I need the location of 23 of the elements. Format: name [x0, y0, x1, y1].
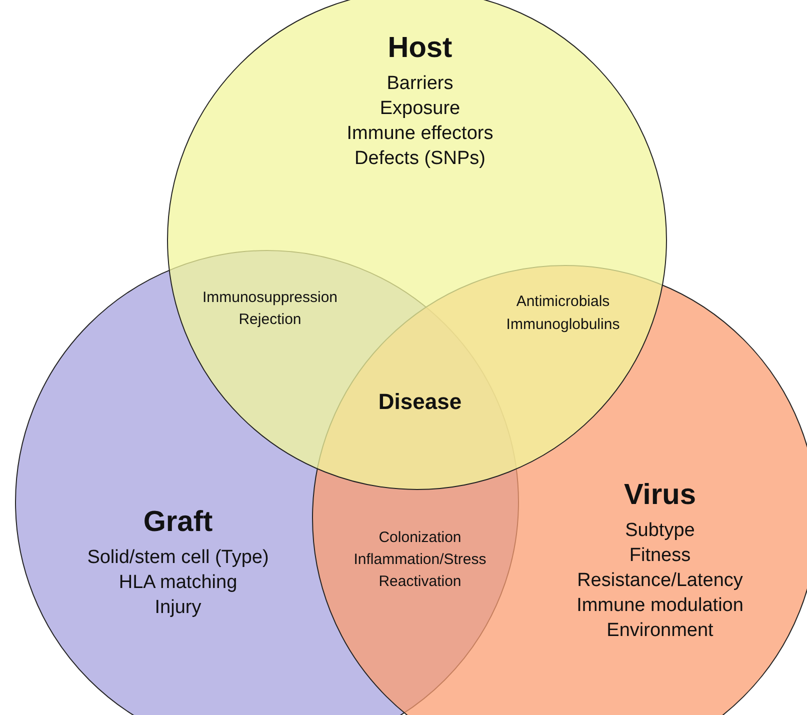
circle-item: Immune modulation: [576, 594, 744, 618]
circle-item: Injury: [154, 596, 202, 620]
circle-item: Defects (SNPs): [354, 147, 486, 171]
overlap-label: Rejection: [238, 311, 302, 329]
overlap-label: Reactivation: [378, 573, 462, 591]
circle-heading: Host: [386, 31, 454, 65]
overlap-label: Antimicrobials: [516, 293, 610, 311]
circle-item: Barriers: [386, 72, 454, 96]
circle-item: Resistance/Latency: [576, 569, 744, 593]
circle-item: HLA matching: [118, 571, 238, 595]
overlap-label: Immunoglobulins: [506, 316, 620, 334]
circle-item: Immune effectors: [346, 122, 494, 146]
circle-heading: Graft: [142, 505, 214, 539]
circle-item: Fitness: [628, 544, 692, 568]
circle-item: Subtype: [624, 519, 696, 543]
overlap-label: Immunosuppression: [202, 289, 338, 307]
circle-item: Solid/stem cell (Type): [87, 546, 269, 570]
circle-item: Exposure: [378, 97, 462, 121]
overlap-label: Inflammation/Stress: [354, 551, 486, 569]
center-label: Disease: [378, 389, 462, 415]
overlap-label: Colonization: [378, 529, 462, 547]
circle-item: Environment: [606, 619, 714, 643]
circle-heading: Virus: [622, 478, 697, 512]
